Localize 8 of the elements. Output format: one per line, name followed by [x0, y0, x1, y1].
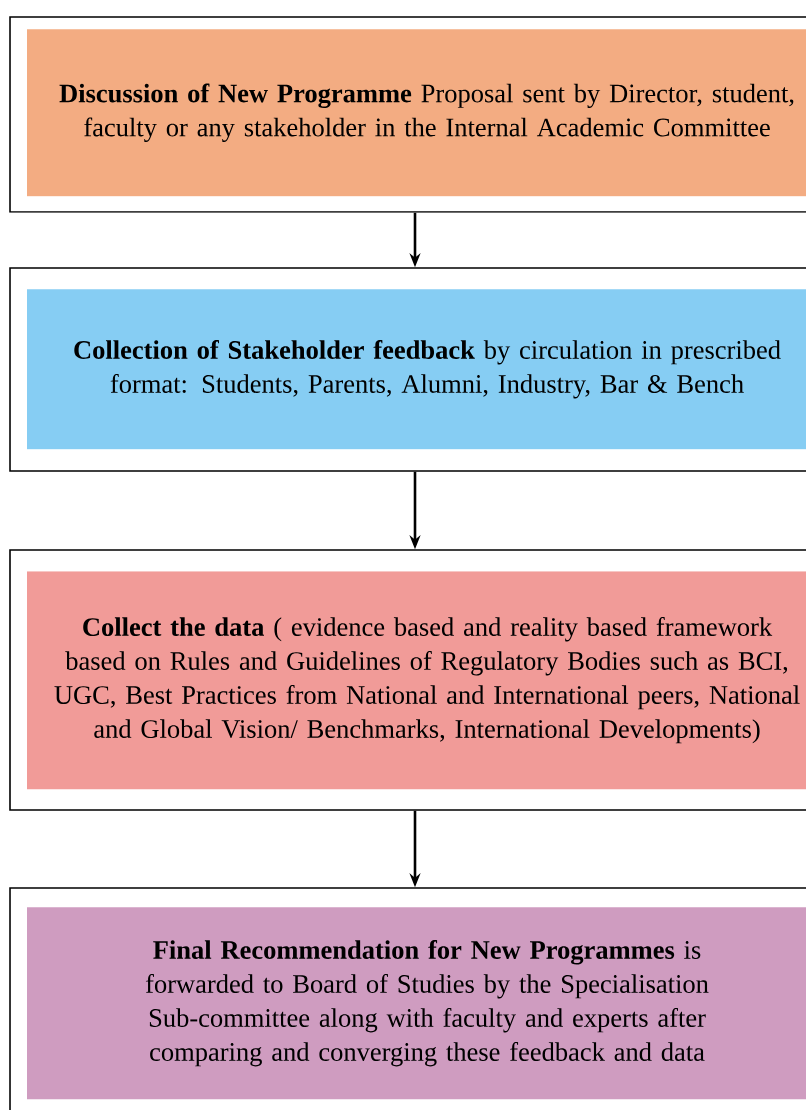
stage-frame: [9, 549, 806, 811]
stage-frame: [9, 887, 806, 1110]
process-box: Final Recommendation for New Programmes is forwarded to Board of Studies by the Specialisation Sub-committee along with faculty and experts after comparing and converging these feedback and data: [27, 907, 806, 1100]
process-box: Discussion of New Programme Proposal sent by Director, student, faculty or any stakeholder in the Internal Academic Committee: [27, 29, 806, 197]
process-box: Collection of Stakeholder feedback by circulation in prescribed format: Students, Parents, Alumni, Industry, Bar & Bench: [27, 289, 806, 450]
stage-frame: [9, 267, 806, 472]
stage-frame: [9, 16, 806, 213]
process-box: Collect the data ( evidence based and reality based framework based on Rules and Guidelines of Regulatory Bodies such as BCI, UGC, Best Practices from National and International peers, National and Global Vision/ Benchmarks, International Developments): [27, 571, 806, 790]
